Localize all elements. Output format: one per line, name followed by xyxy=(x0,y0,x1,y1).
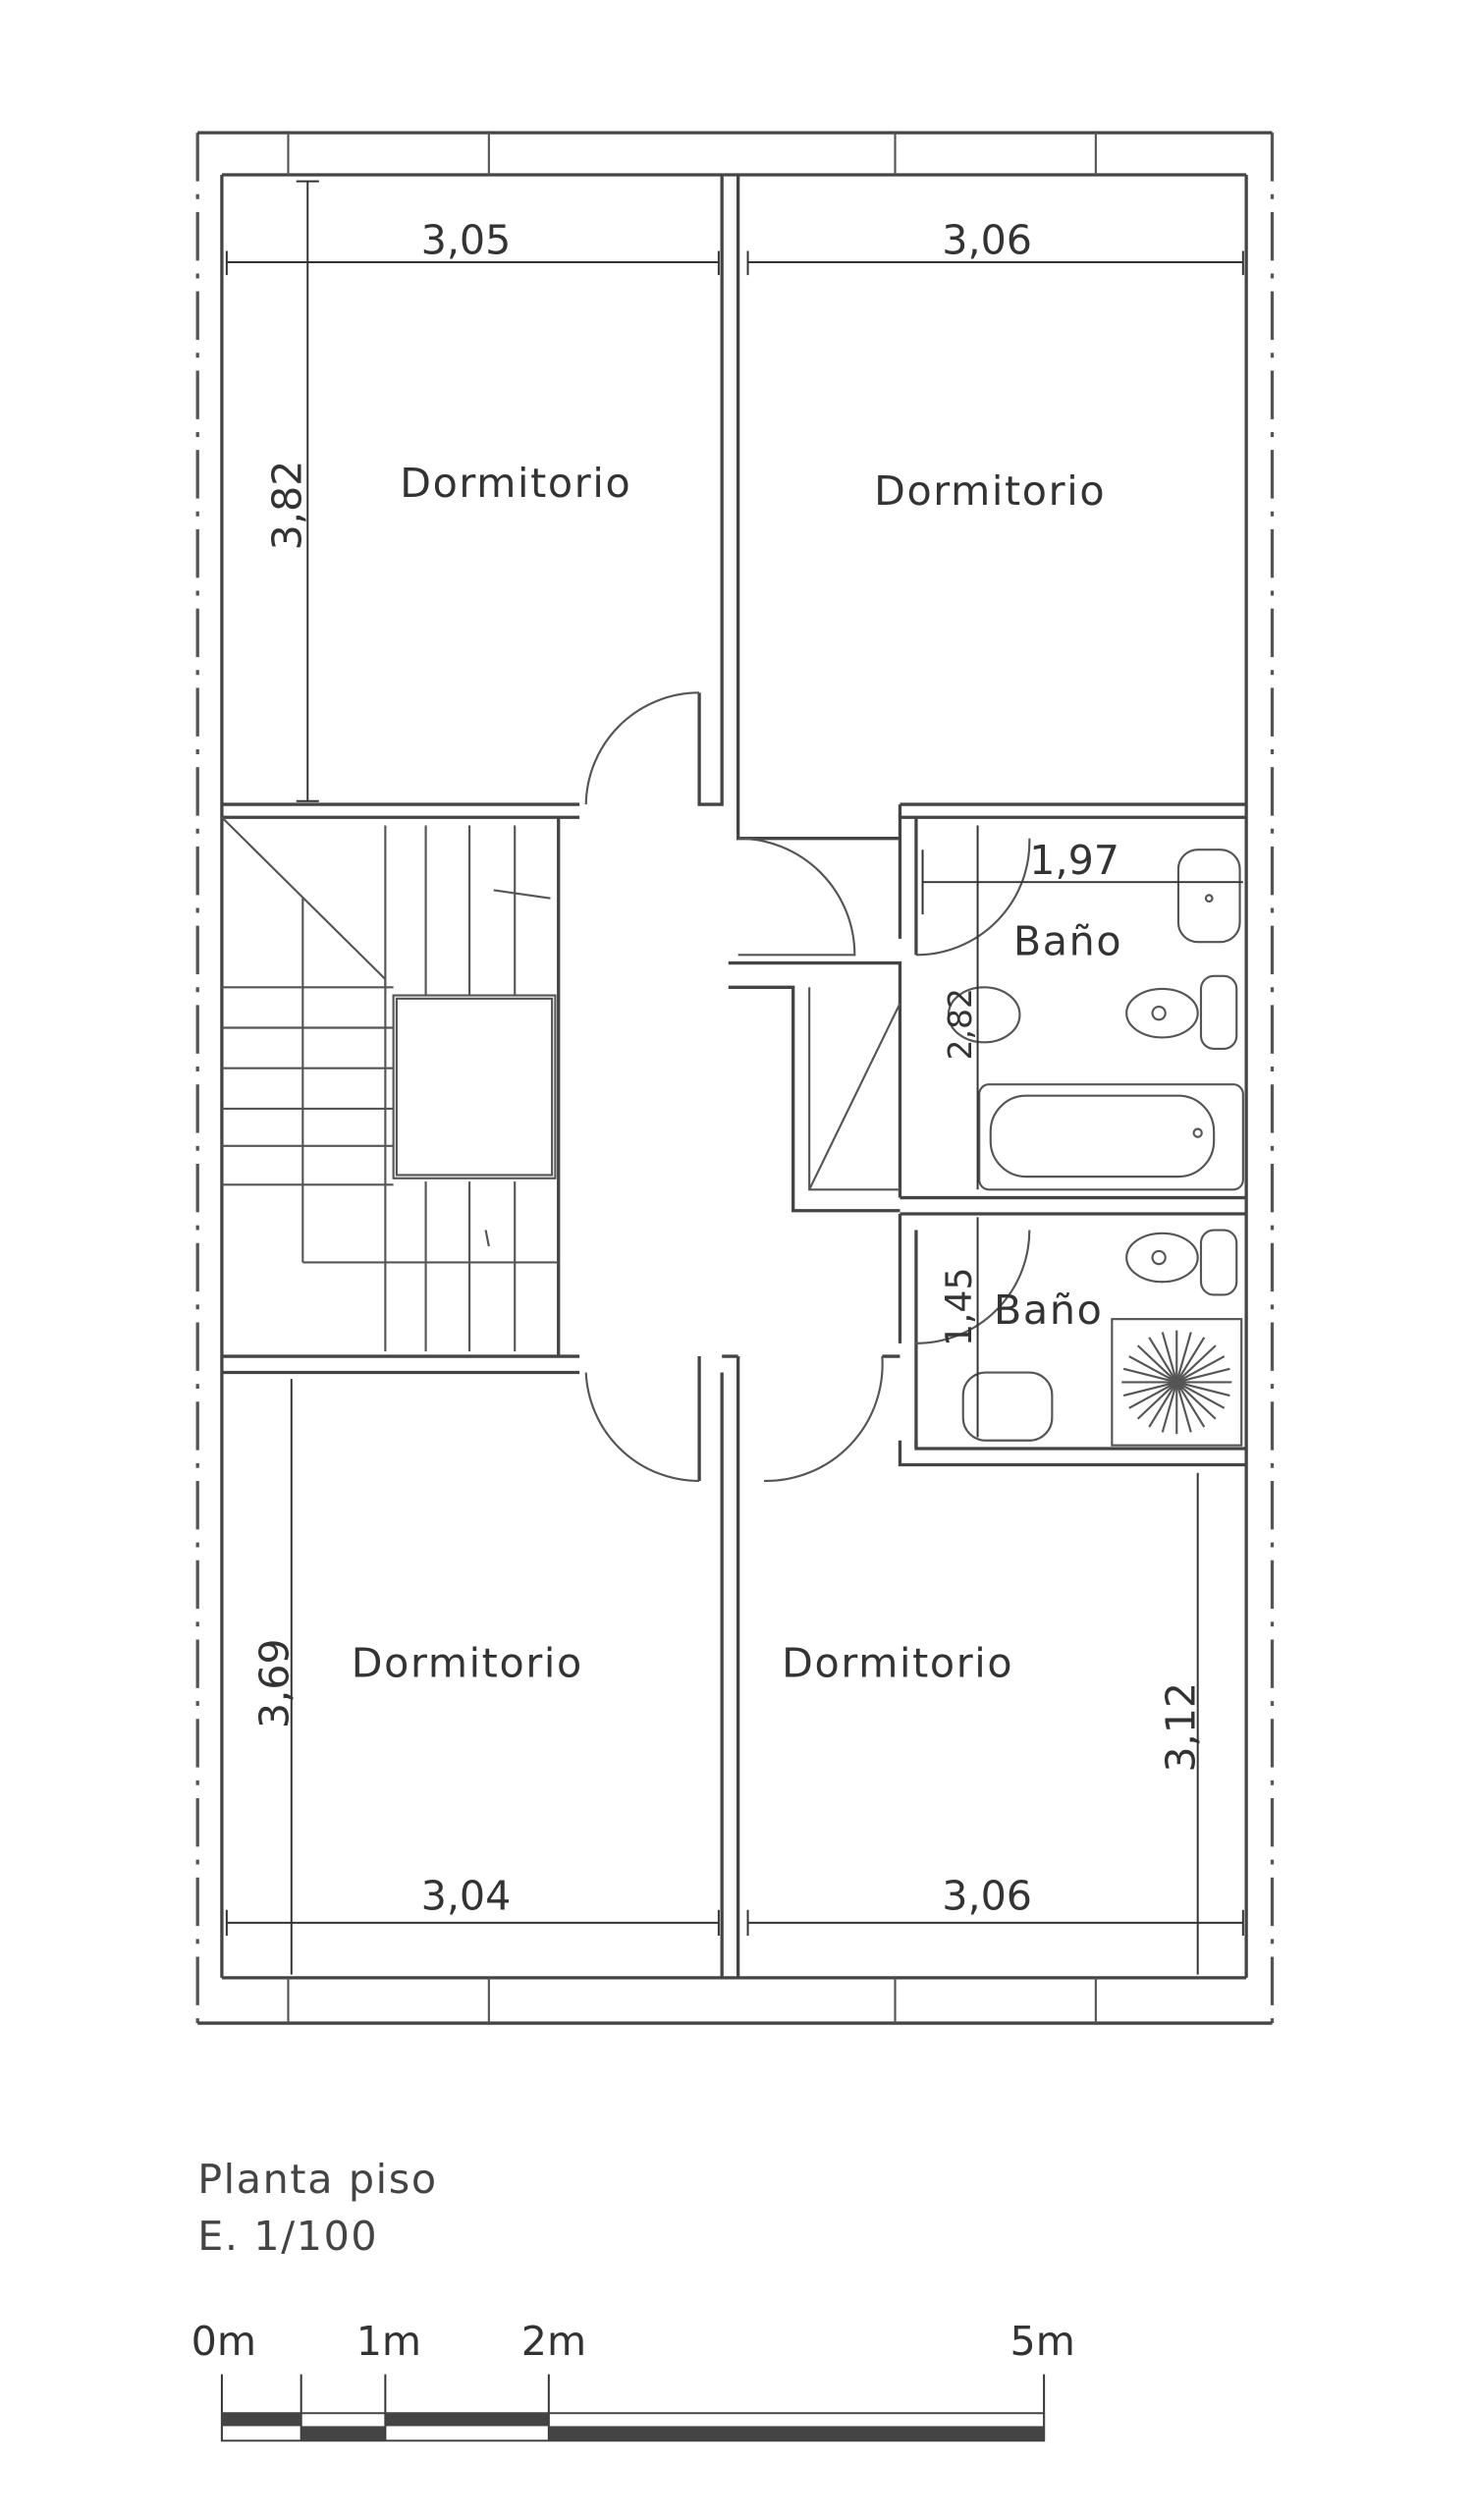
bathtub-icon xyxy=(978,1083,1244,1191)
sink-icon xyxy=(1176,849,1241,944)
shower-ray xyxy=(1175,1337,1206,1383)
shower-ray xyxy=(1136,1381,1178,1420)
room-label: Dormitorio xyxy=(782,1639,1013,1686)
dimension-label: 3,06 xyxy=(942,1873,1032,1920)
dimension-label: 2,82 xyxy=(941,988,979,1060)
shower-ray xyxy=(1161,1332,1178,1383)
dimension-label: 1,97 xyxy=(1029,837,1119,884)
shower-ray xyxy=(1161,1382,1178,1433)
shower-ray xyxy=(1148,1337,1178,1383)
dimension-label: 3,04 xyxy=(421,1873,512,1920)
plan-scale: E. 1/100 xyxy=(197,2213,378,2260)
shower-ray xyxy=(1175,1332,1192,1383)
scale-label: 0m xyxy=(191,2318,256,2365)
plan-title: Planta piso xyxy=(197,2156,437,2203)
shower-ray xyxy=(1175,1382,1192,1433)
room-label: Dormitorio xyxy=(352,1639,583,1686)
dimension-label: 3,05 xyxy=(421,217,512,264)
shower-ray xyxy=(1175,1344,1217,1384)
shower-ray xyxy=(1176,1367,1230,1384)
room-label: Dormitorio xyxy=(874,467,1106,515)
room-label: Baño xyxy=(994,1287,1103,1334)
dimension-label: 3,06 xyxy=(942,217,1032,264)
shower-ray xyxy=(1128,1355,1177,1384)
shower-ray xyxy=(1175,1381,1226,1409)
shower-ray xyxy=(1122,1367,1177,1384)
scale-label: 5m xyxy=(1010,2318,1075,2365)
dimension-label: 3,69 xyxy=(250,1638,298,1728)
closet xyxy=(808,987,901,1191)
shower-ray xyxy=(1175,1381,1206,1428)
dimension-label: 1,45 xyxy=(938,1267,980,1346)
shower-ray xyxy=(1148,1381,1178,1428)
toilet-icon xyxy=(1125,987,1199,1039)
shower-ray xyxy=(1122,1381,1177,1397)
shower-ray xyxy=(1175,1381,1217,1420)
dimension-label: 3,82 xyxy=(264,461,311,551)
bathroom-fixtures xyxy=(947,849,1244,1447)
scale-label: 1m xyxy=(356,2318,421,2365)
interior-walls xyxy=(221,174,1247,1978)
dimension-lines xyxy=(225,180,1244,1975)
toilet-icon xyxy=(1125,1232,1199,1284)
room-label: Dormitorio xyxy=(400,460,631,507)
shower-ray xyxy=(1128,1381,1177,1409)
dimension-label: 3,12 xyxy=(1157,1682,1204,1773)
outer-walls xyxy=(195,131,1275,2025)
staircase xyxy=(221,816,559,1352)
room-label: Baño xyxy=(1013,917,1122,964)
doors xyxy=(584,691,1031,1483)
shower-ray xyxy=(1176,1381,1230,1397)
sink-icon xyxy=(961,1371,1054,1442)
shower-ray xyxy=(1136,1344,1178,1384)
scale-bar: 0m 1m 2m 5m xyxy=(191,2318,1075,2442)
bidet-icon xyxy=(947,986,1021,1044)
shower-icon xyxy=(1111,1318,1243,1447)
shower-ray xyxy=(1175,1355,1226,1384)
scale-label: 2m xyxy=(521,2318,586,2365)
